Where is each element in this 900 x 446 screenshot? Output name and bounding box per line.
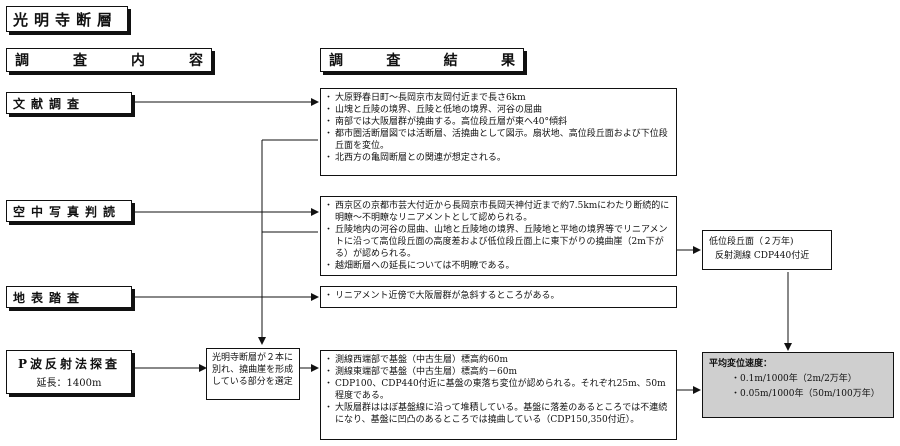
rate-title: 平均変位速度： — [709, 359, 773, 369]
results-header-char: 調 — [329, 53, 343, 69]
list-item: 測線東端部で基盤（中古生層）標高約－60m — [324, 366, 671, 378]
list-item: 測線西端部で基盤（中古生層）標高約60m — [324, 354, 671, 366]
method-seismic: P波反射法探査 延長：1400m — [6, 350, 132, 394]
method-literature: 文献調査 — [6, 92, 132, 114]
list-item: 大阪層群ははぼ基盤線に沿って堆積している。基盤に落差のあるところでは不連続になり… — [324, 402, 671, 426]
selection-note: 光明寺断層が２本に別れ、撓曲崖を形成している部分を選定 — [206, 348, 300, 400]
method-aerial: 空中写真判読 — [6, 200, 132, 222]
results-header-char: 結 — [443, 53, 458, 69]
list-item: リニアメント近傍で大阪層群が急斜するところがある。 — [324, 290, 671, 302]
terrace-line2: 反射測線 CDP440付近 — [715, 251, 810, 261]
list-item: 大原野春日町～長岡京市友岡付近まで長さ6km — [324, 92, 671, 104]
investigation-header-char: 容 — [189, 53, 203, 69]
list-item: 山塊と丘陵の境界、丘陵と低地の境界、河谷の屈曲 — [324, 104, 671, 116]
results-field: リニアメント近傍で大阪層群が急斜するところがある。 — [320, 286, 677, 308]
results-literature: 大原野春日町～長岡京市友岡付近まで長さ6km 山塊と丘陵の境界、丘陵と低地の境界… — [320, 88, 677, 176]
page-title: 光明寺断層 — [6, 6, 128, 32]
method-seismic-length: 延長：1400m — [36, 378, 102, 389]
results-aerial: 西京区の京都市芸大付近から長岡京市長岡天神付近まで約7.5kmにわたり断続的に明… — [320, 196, 677, 276]
results-seismic: 測線西端部で基盤（中古生層）標高約60m 測線東端部で基盤（中古生層）標高約－6… — [320, 350, 677, 440]
investigation-header-char: 査 — [73, 53, 87, 69]
list-item: CDP100、CDP440付近に基盤の東落ち変位が認められる。それぞれ25m、5… — [324, 378, 671, 402]
rate-item: ・0.1m/1000年（2m/2万年） — [731, 374, 857, 384]
list-item: 越畑断層への延長については不明瞭である。 — [324, 260, 671, 272]
investigation-header-char: 調 — [15, 53, 29, 69]
method-field: 地表踏査 — [6, 286, 132, 308]
list-item: 北西方の亀岡断層との関連が想定される。 — [324, 152, 671, 164]
terrace-line1: 低位段丘面（２万年) — [709, 237, 794, 247]
results-header-char: 果 — [500, 53, 515, 69]
results-header-char: 査 — [386, 53, 401, 69]
investigation-header: 調 査 内 容 — [6, 48, 212, 72]
list-item: 丘陵地内の河谷の屈曲、山地と丘陵地の境界、丘陵地と平地の境界等でリニアメントに沿… — [324, 224, 671, 260]
investigation-header-char: 内 — [131, 53, 145, 69]
list-item: 都市圏活断層図では活断層、活撓曲として図示。扇状地、高位段丘面および下位段丘面を… — [324, 128, 671, 152]
method-seismic-name: P波反射法探査 — [17, 357, 121, 371]
list-item: 南部では大阪層群が撓曲する。高位段丘層が東へ40°傾斜 — [324, 116, 671, 128]
rate-item: ・0.05m/1000年（50m/100万年） — [731, 389, 880, 399]
results-header: 調 査 結 果 — [320, 48, 524, 72]
list-item: 西京区の京都市芸大付近から長岡京市長岡天神付近まで約7.5kmにわたり断続的に明… — [324, 200, 671, 224]
displacement-rate-box: 平均変位速度： ・0.1m/1000年（2m/2万年） ・0.05m/1000年… — [702, 352, 894, 418]
terrace-box: 低位段丘面（２万年) 反射測線 CDP440付近 — [702, 230, 832, 270]
